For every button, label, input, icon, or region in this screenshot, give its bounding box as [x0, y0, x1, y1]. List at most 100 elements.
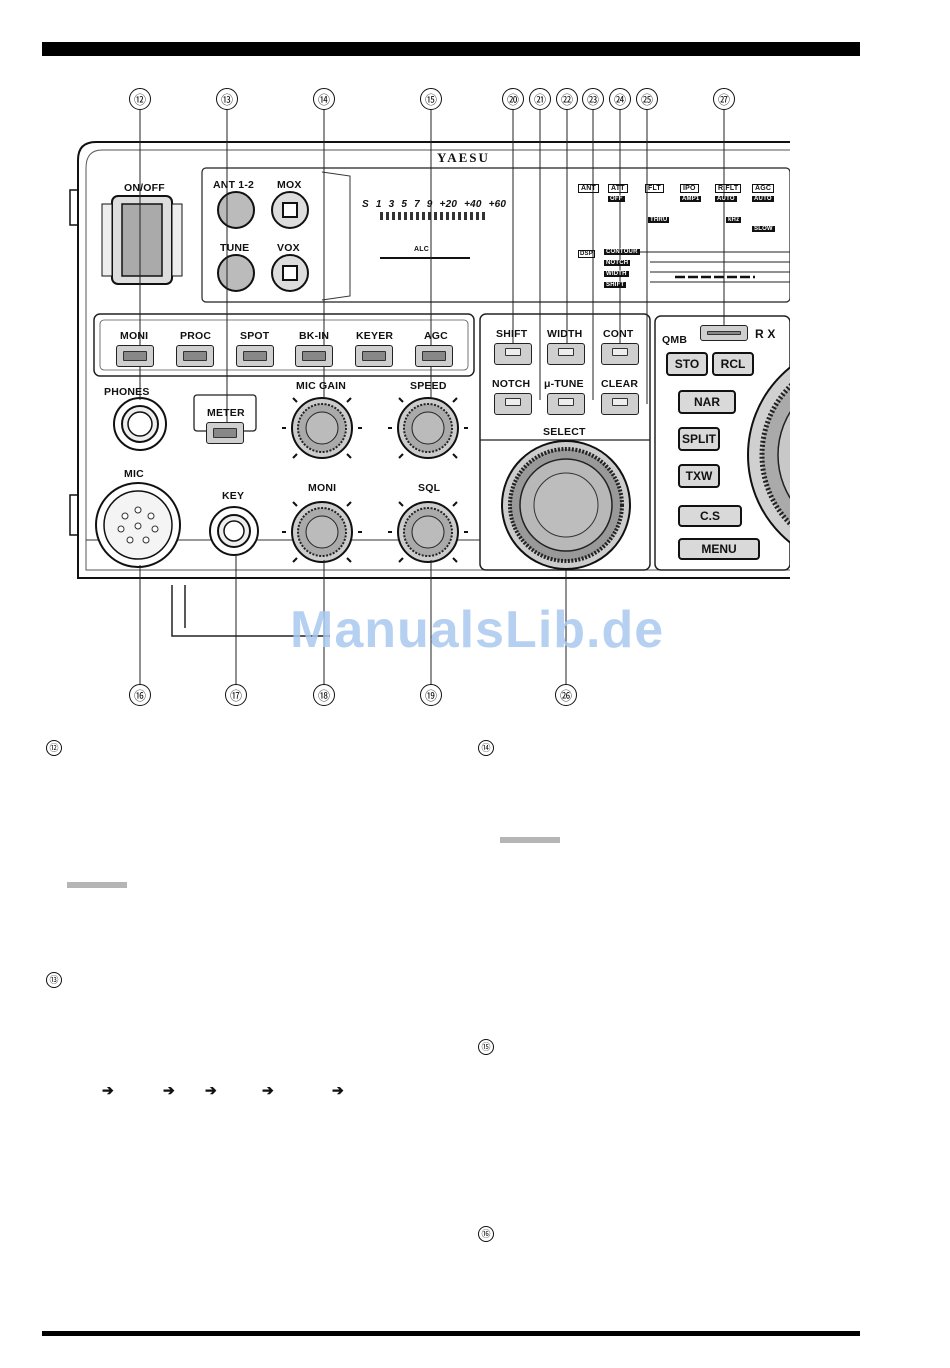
- display-sub-khz: kHz: [726, 217, 742, 223]
- tune-label: TUNE: [220, 242, 250, 254]
- display-sub-auto-agc: AUTO: [752, 196, 774, 202]
- dsp-label-width: WIDTH: [547, 328, 583, 340]
- clear-button[interactable]: [601, 393, 639, 415]
- dsp-list-width: WIDTH: [604, 271, 629, 277]
- display-sub-off: OFF: [608, 196, 625, 202]
- row-label-keyer: KEYER: [356, 330, 394, 342]
- callout-12: ⑫: [129, 88, 151, 110]
- mic-label: MIC: [124, 468, 144, 480]
- callout-22: ㉒: [556, 88, 578, 110]
- callout-21: ㉑: [529, 88, 551, 110]
- display-tag-dsp: DSP: [578, 250, 595, 258]
- keyer-button[interactable]: [355, 345, 393, 367]
- callout-14: ⑭: [313, 88, 335, 110]
- arrow-icon: ➔: [205, 1082, 217, 1098]
- arrow-icon: ➔: [262, 1082, 274, 1098]
- rx-label: R X: [755, 327, 776, 341]
- notch-button[interactable]: [494, 393, 532, 415]
- power-label: ON/OFF: [124, 182, 165, 194]
- row-label-moni: MONI: [120, 330, 149, 342]
- row-label-bkin: BK-IN: [299, 330, 330, 342]
- section-marker-16: ⑯: [478, 1226, 494, 1242]
- s-meter-scale: S 1 3 5 7 9 +20 +40 +60: [362, 199, 507, 210]
- dsp-label-cont: CONT: [603, 328, 634, 340]
- meter-label: METER: [207, 407, 245, 419]
- display-tag-agc: AGC: [752, 184, 775, 193]
- callout-26: ㉖: [555, 684, 577, 706]
- display-tag-ipo: IPO: [680, 184, 699, 193]
- meter-button[interactable]: [206, 422, 244, 444]
- alc-label: ALC: [414, 246, 429, 253]
- gray-rule-right: [500, 837, 560, 843]
- dsp-label-notch: NOTCH: [492, 378, 531, 390]
- row-label-proc: PROC: [180, 330, 212, 342]
- section-marker-14: ⑭: [478, 740, 494, 756]
- arrow-icon: ➔: [102, 1082, 114, 1098]
- cont-button[interactable]: [601, 343, 639, 365]
- cs-button[interactable]: C.S: [678, 505, 742, 527]
- agc-button[interactable]: [415, 345, 453, 367]
- display-tag-ant: ANT: [578, 184, 599, 193]
- rcl-button[interactable]: RCL: [712, 352, 754, 376]
- callout-24: ㉔: [609, 88, 631, 110]
- section-marker-13: ⑬: [46, 972, 62, 988]
- display-sub-thru: THRU: [648, 217, 670, 223]
- mox-label: MOX: [277, 179, 302, 191]
- sql-label: SQL: [418, 482, 441, 494]
- display-tag-att: ATT: [608, 184, 628, 193]
- watermark: ManualsLib.de: [290, 601, 665, 659]
- menu-button[interactable]: MENU: [678, 538, 760, 560]
- sto-button[interactable]: STO: [666, 352, 708, 376]
- mu-tune-button[interactable]: [547, 393, 585, 415]
- callout-18: ⑱: [313, 684, 335, 706]
- mic-gain-label: MIC GAIN: [296, 380, 347, 392]
- moni-button[interactable]: [116, 345, 154, 367]
- dsp-list-notch: NOTCH: [604, 260, 631, 266]
- display-tag-rflt: R.FLT: [715, 184, 742, 193]
- row-label-spot: SPOT: [240, 330, 270, 342]
- select-label: SELECT: [543, 426, 586, 438]
- arrow-icon: ➔: [163, 1082, 175, 1098]
- phones-label: PHONES: [104, 386, 150, 398]
- display-tag-flt: FLT: [645, 184, 664, 193]
- arrow-icon: ➔: [332, 1082, 344, 1098]
- bk-in-button[interactable]: [295, 345, 333, 367]
- panel-outline: [69, 110, 950, 684]
- callout-15: ⑮: [420, 88, 442, 110]
- brand-logo: YAESU: [437, 150, 490, 165]
- callout-17: ⑰: [225, 684, 247, 706]
- callout-20: ⑳: [502, 88, 524, 110]
- callout-16: ⑯: [129, 684, 151, 706]
- nar-button[interactable]: NAR: [678, 390, 736, 414]
- width-button[interactable]: [547, 343, 585, 365]
- proc-button[interactable]: [176, 345, 214, 367]
- rx-button[interactable]: [700, 325, 748, 341]
- display-sub-amp1: AMP1: [680, 196, 702, 202]
- display-sub-slow: SLOW: [752, 226, 775, 232]
- key-label: KEY: [222, 490, 245, 502]
- dsp-list-contour: CONTOUR: [604, 249, 640, 255]
- txw-button[interactable]: TXW: [678, 464, 720, 488]
- ant-label: ANT 1-2: [213, 179, 255, 191]
- shift-button[interactable]: [494, 343, 532, 365]
- callout-25: ㉕: [636, 88, 658, 110]
- dsp-label-mu-tune: μ-TUNE: [544, 378, 584, 390]
- footer-rule: [42, 1331, 860, 1336]
- callout-27: ㉗: [713, 88, 735, 110]
- moni-knob-label: MONI: [308, 482, 337, 494]
- section-marker-15: ⑮: [478, 1039, 494, 1055]
- header-rule: [42, 42, 860, 56]
- callout-23: ㉓: [582, 88, 604, 110]
- callout-19: ⑲: [420, 684, 442, 706]
- qmb-label: QMB: [662, 334, 688, 346]
- section-marker-12: ⑫: [46, 740, 62, 756]
- vox-label: VOX: [277, 242, 300, 254]
- spot-button[interactable]: [236, 345, 274, 367]
- gray-rule-left: [67, 882, 127, 888]
- dsp-list-shift: SHIFT: [604, 282, 627, 288]
- row-label-agc: AGC: [424, 330, 448, 342]
- speed-label: SPEED: [410, 380, 447, 392]
- split-button[interactable]: SPLIT: [678, 427, 720, 451]
- display-sub-auto: AUTO: [715, 196, 737, 202]
- dsp-label-shift: SHIFT: [496, 328, 528, 340]
